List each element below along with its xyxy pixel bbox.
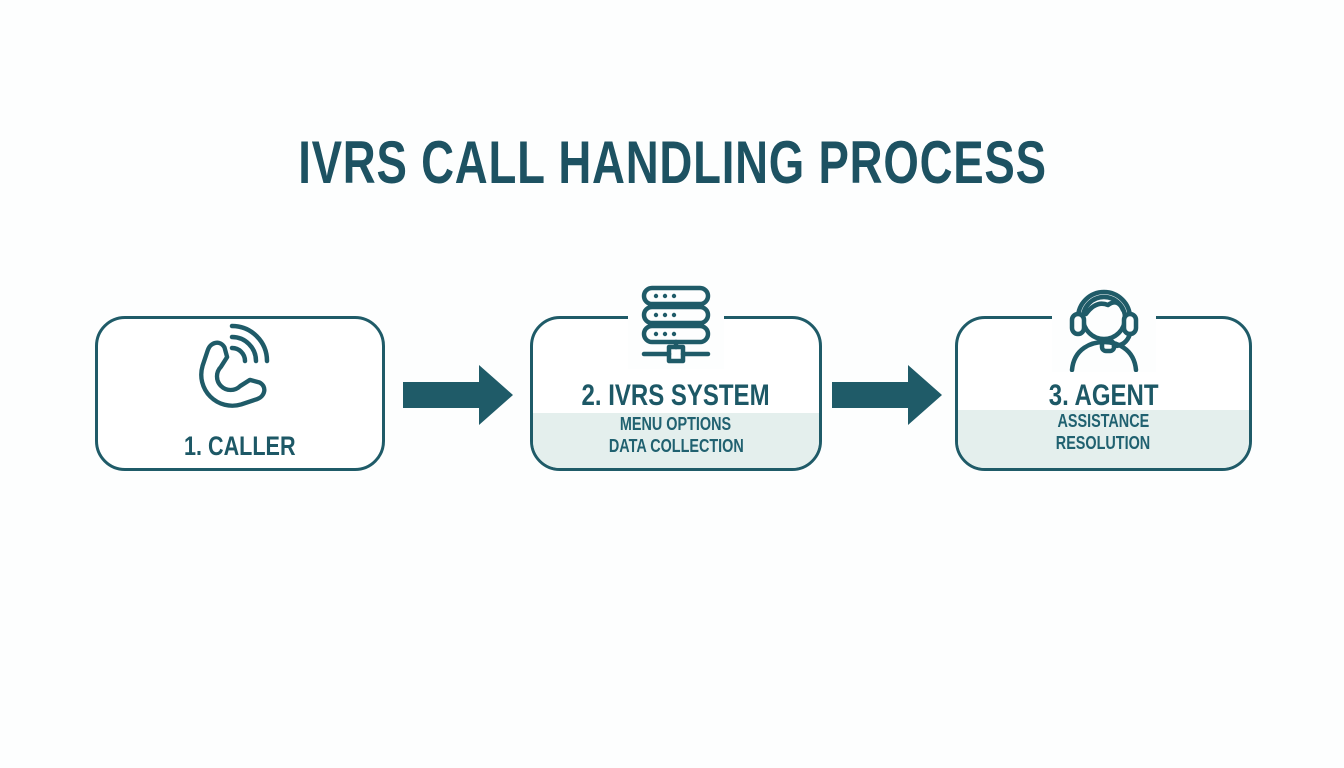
step-agent-sublabels: ASSISTANCE RESOLUTION xyxy=(1056,411,1151,453)
step-ivrs-system-detail-band xyxy=(533,413,819,468)
step-agent-label: 3. AGENT xyxy=(1048,379,1159,412)
phone-call-icon xyxy=(190,323,290,423)
server-icon xyxy=(628,283,724,369)
support-agent-icon xyxy=(1052,280,1156,372)
right-arrow-icon xyxy=(832,365,942,425)
step-caller-label: 1. CALLER xyxy=(184,431,296,461)
right-arrow-icon xyxy=(403,365,513,425)
step-ivrs-system-label: 2. IVRS SYSTEM xyxy=(581,379,771,412)
step-caller-box: 1. CALLER xyxy=(95,316,385,471)
step-ivrs-system-sublabels: MENU OPTIONS DATA COLLECTION xyxy=(608,414,744,456)
step-agent-detail-band xyxy=(958,410,1249,468)
page-title: IVRS CALL HANDLING PROCESS xyxy=(297,129,1047,196)
